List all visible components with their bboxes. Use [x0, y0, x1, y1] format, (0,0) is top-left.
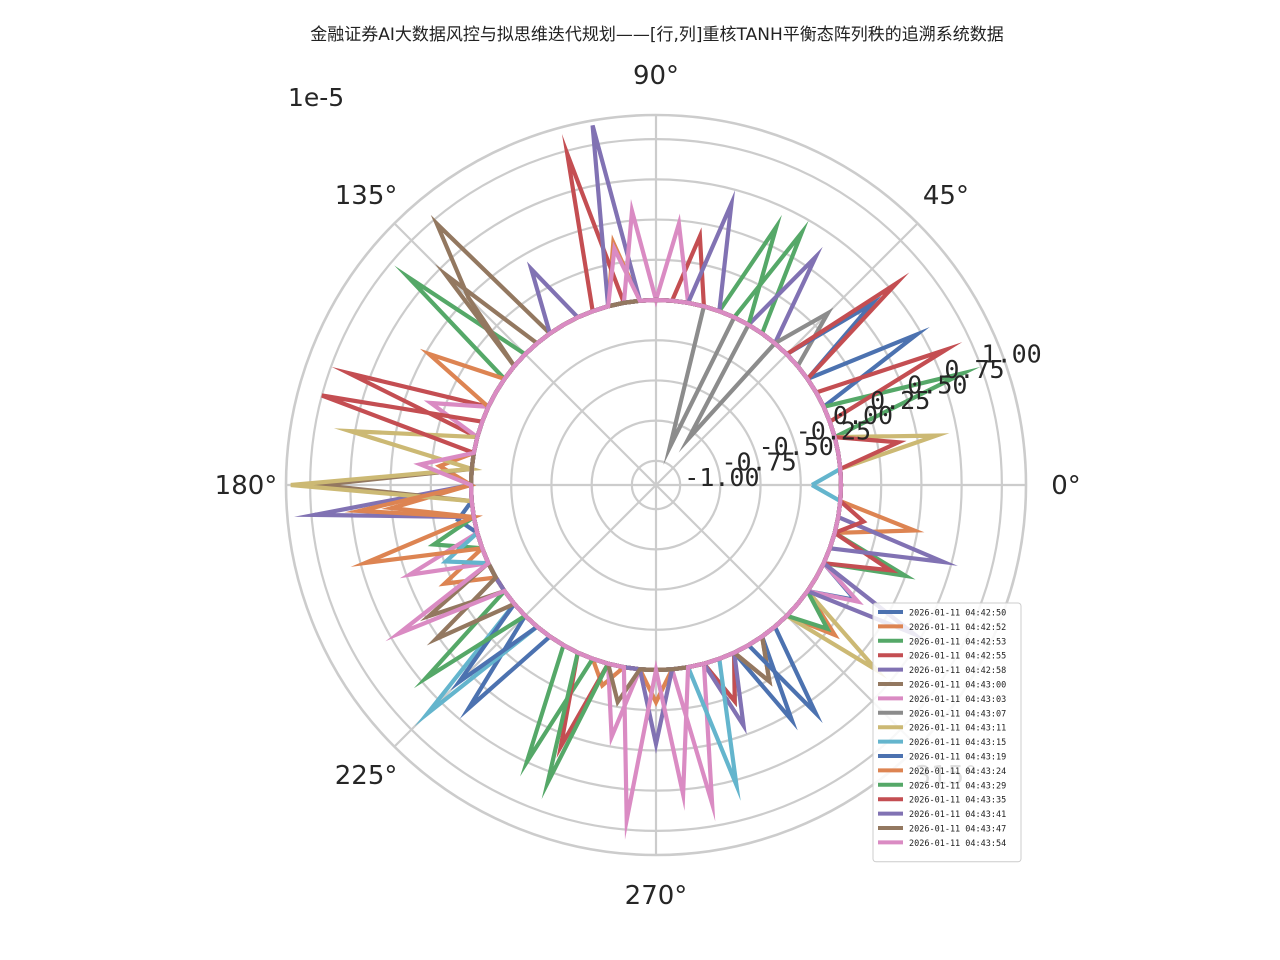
radial-tick-label: 0.50 [907, 370, 967, 399]
angle-tick-label: 0° [1051, 471, 1081, 501]
legend-label: 2026-01-11 04:42:50 [909, 609, 1006, 619]
radial-tick-label: -1.00 [684, 463, 759, 492]
angle-tick-label: 90° [633, 61, 679, 91]
series-line [413, 214, 844, 800]
legend-label: 2026-01-11 04:43:29 [909, 781, 1006, 791]
angle-tick-label: 45° [923, 181, 969, 211]
radial-tick-label: 0.25 [870, 386, 930, 415]
legend-label: 2026-01-11 04:43:11 [909, 724, 1006, 734]
legend-label: 2026-01-11 04:43:15 [909, 738, 1006, 748]
legend-label: 2026-01-11 04:42:52 [909, 623, 1006, 633]
legend-label: 2026-01-11 04:42:53 [909, 637, 1006, 647]
radial-tick-label: -0.75 [721, 447, 796, 476]
legend-label: 2026-01-11 04:43:54 [909, 839, 1006, 849]
series-layer [290, 124, 981, 840]
angle-tick-label: 180° [215, 471, 278, 501]
legend-label: 2026-01-11 04:43:35 [909, 796, 1006, 806]
chart-title: 金融证券AI大数据风控与拟思维迭代规划——[行,列]重核TANH平衡态阵列秩的追… [310, 25, 1004, 45]
legend-label: 2026-01-11 04:42:55 [909, 652, 1006, 662]
radial-tick-label: 0.75 [944, 355, 1004, 384]
series-line [385, 241, 844, 840]
legend-label: 2026-01-11 04:42:58 [909, 666, 1006, 676]
legend-label: 2026-01-11 04:43:47 [909, 825, 1006, 835]
legend-label: 2026-01-11 04:43:19 [909, 753, 1006, 763]
legend-label: 2026-01-11 04:43:24 [909, 767, 1006, 777]
legend-label: 2026-01-11 04:43:03 [909, 695, 1006, 705]
radial-tick-label: 1.00 [982, 340, 1042, 369]
legend-label: 2026-01-11 04:43:07 [909, 709, 1006, 719]
angle-tick-label: 270° [625, 881, 688, 911]
legend-box [872, 602, 1022, 863]
legend-label: 2026-01-11 04:43:00 [909, 681, 1006, 691]
angle-tick-label: 225° [335, 761, 398, 791]
angle-tick-label: 135° [335, 181, 398, 211]
legend: 2026-01-11 04:42:50 2026-01-11 04:42:52 20… [872, 602, 1022, 863]
offset-label: 1e-5 [288, 83, 344, 112]
radial-tick-label: 0.00 [833, 401, 893, 430]
radial-tick-label: -0.25 [796, 417, 871, 446]
radial-tick-label: -0.50 [759, 432, 834, 461]
legend-label: 2026-01-11 04:43:41 [909, 810, 1006, 820]
